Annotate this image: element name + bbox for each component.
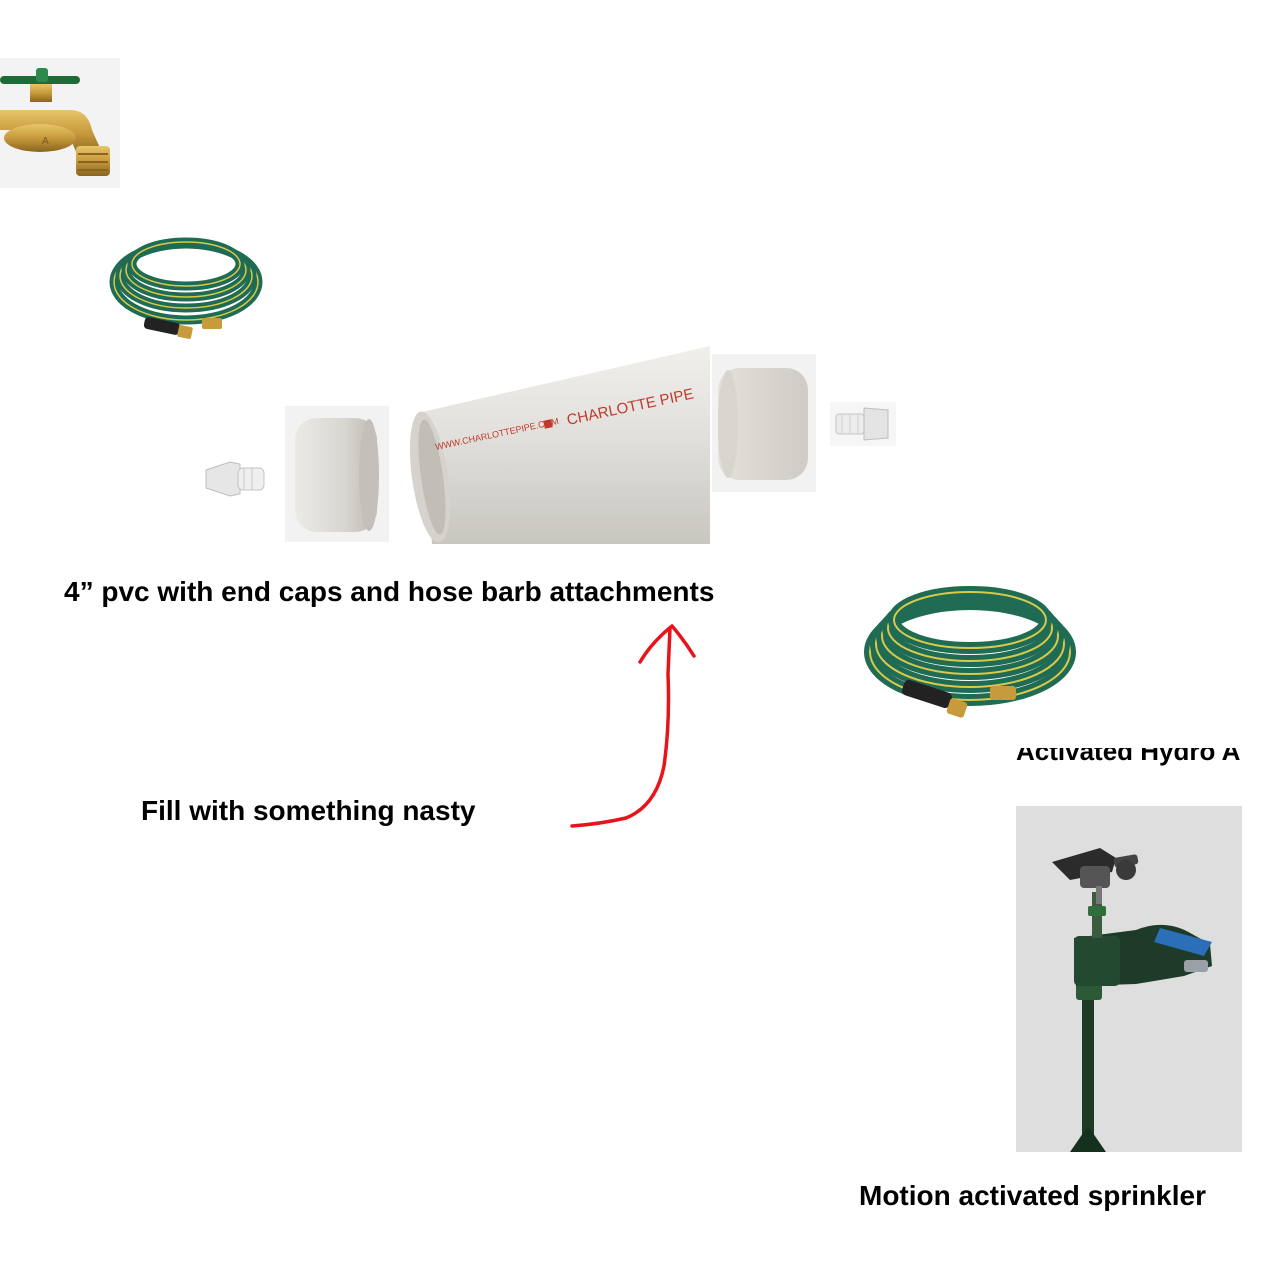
end-cap-right-image [712,354,816,492]
garden-hose-large-image [860,548,1082,726]
hose-barb-left-image [200,456,268,502]
garden-hose-small-image [106,224,266,348]
hose-barb-right-image [830,402,896,446]
pvc-pipe-image: WWW.CHARLOTTEPIPE.COM CHARLOTTE PIPE [392,302,710,544]
fill-caption: Fill with something nasty [141,795,476,826]
pvc-caption: 4” pvc with end caps and hose barb attac… [64,576,715,607]
cropped-heading-text: Activated Hydro A [1016,748,1241,766]
end-cap-left-image [285,406,389,542]
sprinkler-caption: Motion activated sprinkler [859,1180,1206,1211]
faucet-image: A [0,58,120,188]
sprinkler-image [1016,806,1242,1152]
faucet-letter: A [42,136,49,147]
red-arrow [560,614,710,834]
